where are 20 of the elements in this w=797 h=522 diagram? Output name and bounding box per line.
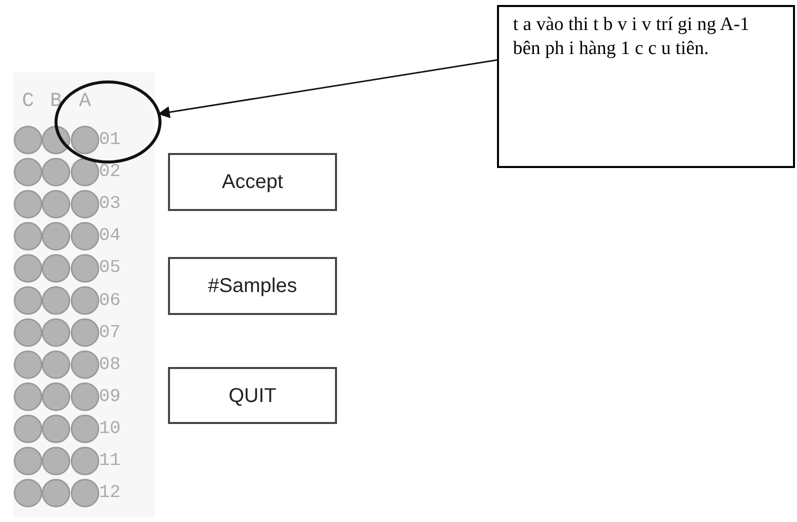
row-number: 11: [99, 452, 121, 470]
row-number: 04: [99, 227, 121, 246]
ui-button: QUIT: [168, 367, 337, 424]
row-number: 02: [99, 163, 121, 182]
row-number: 01: [99, 131, 121, 149]
column-label: A: [79, 92, 92, 112]
ui-button: Accept: [168, 153, 337, 211]
row-number: 10: [99, 420, 121, 438]
arrow: [158, 59, 498, 118]
row-number: 06: [99, 292, 121, 310]
row-number: 05: [99, 259, 121, 278]
callout-box: t a vào thi t b v i v trí gi ng A-1 bên ph i hàng 1 c c u tiên.: [497, 5, 795, 168]
ui-button: #Samples: [168, 257, 337, 315]
column-label: C: [22, 92, 34, 112]
row-number: 09: [99, 388, 121, 406]
column-label: B: [50, 92, 62, 112]
row-number: 03: [99, 195, 121, 214]
row-number: 08: [99, 356, 121, 374]
row-number: 07: [99, 324, 121, 342]
row-number: 12: [99, 484, 121, 502]
